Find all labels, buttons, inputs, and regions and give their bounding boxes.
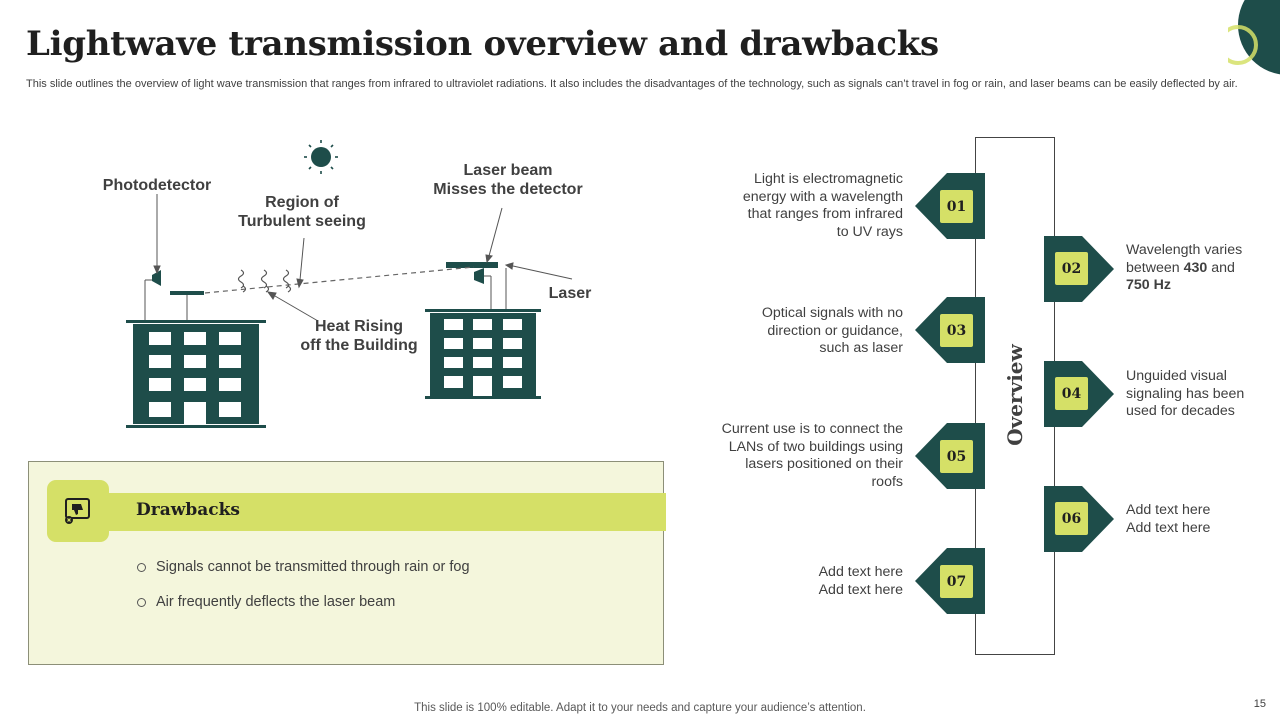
laser-beam-line [204, 266, 475, 294]
bullet-circle-icon [137, 597, 146, 607]
slide-subtitle: This slide outlines the overview of ligh… [26, 78, 1238, 90]
drawbacks-header-bar [80, 493, 666, 531]
left-building [126, 270, 266, 428]
thumbs-down-icon [65, 498, 90, 524]
heat-label-line1: Heat Rising [314, 318, 403, 335]
heat-label: Heat Rising off the Building [288, 317, 430, 355]
drawback-item-text: Signals cannot be transmitted through ra… [156, 559, 470, 575]
corner-decoration [1228, 0, 1280, 75]
overview-label: Overview [1003, 344, 1027, 446]
tag-number-06: 06 [1055, 502, 1088, 535]
tag-number-03: 03 [940, 314, 973, 347]
laser-beam-label-line2: Misses the detector [433, 181, 583, 198]
footer-note: This slide is 100% editable. Adapt it to… [414, 702, 866, 714]
laser-beam-label-line1: Laser beam [463, 162, 553, 179]
tag-number-07: 07 [940, 565, 973, 598]
slide-title: Lightwave transmission overview and draw… [26, 24, 939, 64]
overview-text-07: Add text here Add text here [818, 564, 903, 598]
overview-text-02: Wavelength varies between 430 and 750 Hz [1126, 242, 1256, 295]
tag-number-04: 04 [1055, 377, 1088, 410]
region-label: Region of Turbulent seeing [222, 193, 382, 231]
heat-label-line2: off the Building [300, 337, 418, 354]
overview-text-02-bold: 750 Hz [1126, 277, 1171, 293]
lightwave-diagram [126, 140, 573, 428]
tag-number-02: 02 [1055, 252, 1088, 285]
drawbacks-icon-tile [47, 480, 109, 542]
overview-column [975, 137, 1055, 655]
overview-text-01: Light is electromagnetic energy with a w… [742, 171, 903, 240]
laser-beam-label: Laser beam Misses the detector [418, 161, 598, 199]
sun-icon [304, 140, 338, 174]
right-building [425, 262, 541, 399]
region-label-line2: Turbulent seeing [238, 213, 366, 230]
tag-number-01: 01 [940, 190, 973, 223]
drawback-item-text: Air frequently deflects the laser beam [156, 594, 396, 610]
overview-text-06: Add text here Add text here [1126, 502, 1211, 536]
drawback-item: Signals cannot be transmitted through ra… [137, 559, 470, 575]
photodetector-label: Photodetector [102, 177, 212, 194]
laser-label: Laser [548, 285, 592, 302]
bullet-circle-icon [137, 562, 146, 572]
overview-text-02-bold: 430 [1183, 259, 1208, 276]
drawbacks-title: Drawbacks [136, 500, 240, 520]
tag-number-05: 05 [940, 440, 973, 473]
drawback-item: Air frequently deflects the laser beam [137, 594, 395, 610]
region-label-line1: Region of [265, 194, 339, 211]
page-number: 15 [1253, 698, 1266, 710]
overview-text-02-part: Wavelength varies between [1126, 242, 1243, 276]
heat-waves [237, 269, 292, 293]
overview-text-05: Current use is to connect the LANs of tw… [721, 421, 903, 490]
overview-text-04: Unguided visual signaling has been used … [1126, 368, 1245, 419]
overview-text-03: Optical signals with no direction or gui… [761, 305, 903, 356]
overview-text-02-part: and [1207, 259, 1235, 276]
